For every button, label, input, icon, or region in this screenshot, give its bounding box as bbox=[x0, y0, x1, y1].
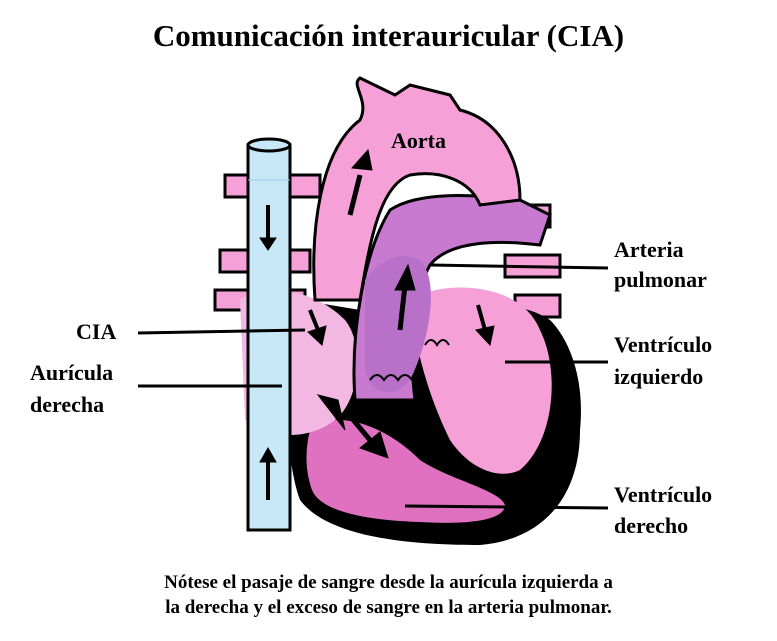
label-cia: CIA bbox=[76, 319, 117, 344]
label-arteria-line2: pulmonar bbox=[614, 267, 707, 292]
right-ventricle bbox=[306, 420, 505, 523]
left-ventricle bbox=[410, 287, 552, 474]
diagram-title: Comunicación interauricular (CIA) bbox=[152, 18, 625, 53]
label-vd-line2: derecho bbox=[614, 513, 689, 538]
pointer-cia bbox=[137, 328, 306, 335]
label-aorta: Aorta bbox=[391, 128, 446, 153]
label-auricula-line1: Aurícula bbox=[30, 360, 114, 385]
label-vd-line1: Ventrículo bbox=[614, 482, 713, 507]
label-arteria-line1: Arteria bbox=[614, 237, 684, 262]
aorta bbox=[312, 76, 522, 302]
label-auricula-line2: derecha bbox=[30, 392, 105, 417]
caption-line1: Nótese el pasaje de sangre desde la aurí… bbox=[164, 572, 613, 593]
caption: Nótese el pasaje de sangre desde la aurí… bbox=[0, 570, 777, 620]
pointer-lines bbox=[137, 263, 609, 510]
label-vi-line2: izquierdo bbox=[614, 364, 704, 389]
pulmonary-valve bbox=[369, 339, 450, 382]
pointer-arteria-pulmonar bbox=[429, 263, 609, 270]
blood-flow-arrows bbox=[259, 148, 495, 500]
caption-line2: la derecha y el exceso de sangre en la a… bbox=[165, 597, 612, 618]
pointer-ventriculo-derecho bbox=[404, 504, 609, 510]
label-vi-line1: Ventrículo bbox=[614, 332, 713, 357]
